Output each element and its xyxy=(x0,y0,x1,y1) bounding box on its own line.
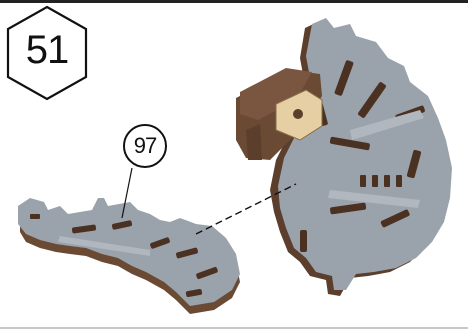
block-hole xyxy=(293,109,303,119)
loose-part-97 xyxy=(18,198,240,314)
step-number: 51 xyxy=(5,30,89,70)
assembled-part-group xyxy=(236,18,452,296)
part-number: 97 xyxy=(121,133,169,159)
